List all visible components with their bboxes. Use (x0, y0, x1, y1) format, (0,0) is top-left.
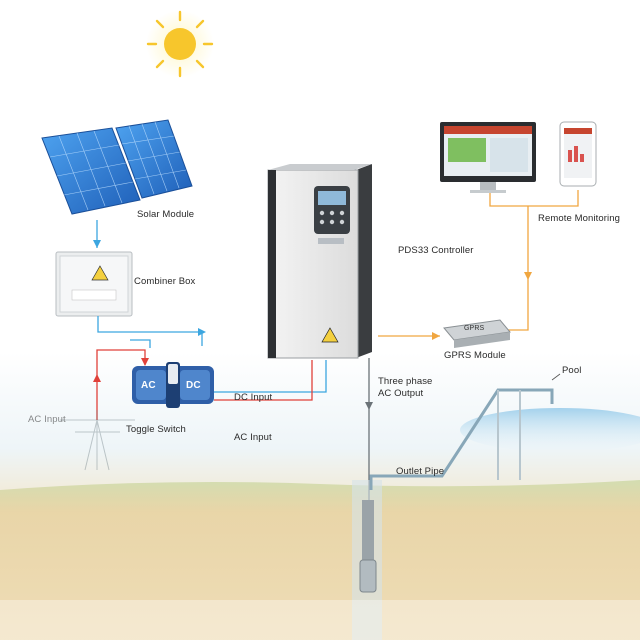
pool-label: Pool (562, 365, 582, 376)
monitor-icon (440, 122, 536, 193)
solar-panel-icon (41, 119, 193, 215)
toggle-switch-label: Toggle Switch (126, 424, 186, 435)
gprs-device-text: GPRS (464, 325, 485, 332)
pool-water (460, 408, 640, 452)
switch-ac-text: AC (141, 380, 156, 391)
combiner-box-icon (55, 251, 133, 317)
pool-pointer (551, 373, 561, 381)
outlet-pipe-label: Outlet Pipe (396, 466, 445, 477)
transmission-tower-icon (60, 410, 135, 471)
pipe-support (497, 390, 521, 480)
comm-line (378, 190, 579, 340)
controller-label: PDS33 Controller (398, 245, 474, 256)
gprs-module-icon (443, 319, 511, 348)
gprs-module-label: GPRS Module (444, 350, 506, 361)
dc-line-solar-combiner (93, 220, 101, 248)
ac-output-label: AC Output (378, 388, 424, 399)
three-phase-label: Three phase (378, 376, 433, 387)
ac-input-label-left: AC Input (28, 414, 66, 425)
remote-monitoring-label: Remote Monitoring (538, 213, 620, 224)
combiner-box-label: Combiner Box (134, 276, 196, 287)
toggle-switch-icon (132, 362, 214, 408)
phone-icon (559, 121, 597, 187)
ground (0, 480, 640, 640)
sun-icon (146, 10, 214, 78)
dc-line (97, 316, 327, 393)
ac-line (93, 349, 313, 420)
solar-module-label: Solar Module (137, 209, 195, 220)
dc-input-label: DC Input (234, 392, 273, 403)
controller-device (267, 164, 372, 359)
well-pump-icon (352, 480, 382, 640)
ac-input-label-right: AC Input (234, 432, 272, 443)
outlet-pipe (369, 388, 554, 490)
switch-dc-text: DC (186, 380, 201, 391)
